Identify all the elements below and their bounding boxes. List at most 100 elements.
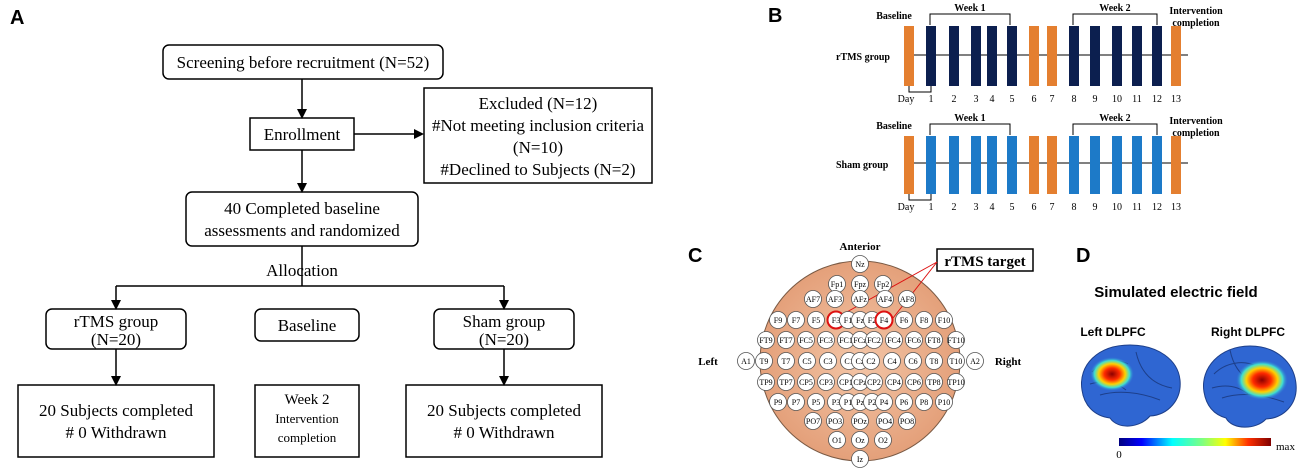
left-dlpfc-label: Left DLPFC bbox=[1080, 325, 1146, 339]
brain-left bbox=[1081, 344, 1181, 427]
electrode-label-fpz: Fpz bbox=[854, 280, 866, 289]
day-number: 9 bbox=[1093, 94, 1098, 105]
electrode-label-cp1: CP1 bbox=[839, 378, 853, 387]
electrode-af3 bbox=[826, 290, 844, 308]
screening-text: Screening before recruitment (N=52) bbox=[177, 53, 430, 72]
day-bar-1 bbox=[926, 26, 936, 86]
week2-bracket bbox=[1072, 123, 1158, 135]
electrode-label-tp7: TP7 bbox=[779, 378, 792, 387]
electrode-label-fc6: FC6 bbox=[907, 336, 921, 345]
electrode-t9 bbox=[755, 352, 773, 370]
electrode-f8 bbox=[915, 311, 933, 329]
electrode-fc5 bbox=[797, 331, 815, 349]
day-number: 7 bbox=[1050, 94, 1055, 105]
electrode-label-fc5: FC5 bbox=[799, 336, 813, 345]
electrode-label-cp5: CP5 bbox=[799, 378, 813, 387]
electrode-label-po7: PO7 bbox=[806, 417, 820, 426]
electrode-label-o2: O2 bbox=[878, 436, 888, 445]
electrode-label-po4: PO4 bbox=[878, 417, 892, 426]
panel-label-b: B bbox=[768, 5, 782, 27]
electrode-label-af7: AF7 bbox=[806, 295, 820, 304]
electrode-fc2 bbox=[865, 331, 883, 349]
electrode-label-ft10: FT10 bbox=[947, 336, 964, 345]
electrode-c2 bbox=[862, 352, 880, 370]
day-bar-7 bbox=[1047, 136, 1057, 194]
electrode-label-tp10: TP10 bbox=[947, 378, 964, 387]
electrode-c6 bbox=[904, 352, 922, 370]
electrode-p10 bbox=[935, 393, 953, 411]
week2-line-3: completion bbox=[278, 430, 337, 445]
electrode-f9 bbox=[769, 311, 787, 329]
electrode-p5 bbox=[807, 393, 825, 411]
day-number: 3 bbox=[974, 94, 979, 105]
baseline-box bbox=[254, 308, 360, 342]
electrode-label-fc3: FC3 bbox=[819, 336, 833, 345]
day-bar-12 bbox=[1152, 136, 1162, 194]
electrode-po7 bbox=[804, 412, 822, 430]
electrode-label-po3: PO3 bbox=[828, 417, 842, 426]
electrode-label-p8: P8 bbox=[920, 398, 928, 407]
day-bar-3 bbox=[971, 136, 981, 194]
electrode-label-c1: C1 bbox=[844, 357, 853, 366]
electrode-label-p2: P2 bbox=[868, 398, 876, 407]
right-dlpfc-label: Right DLPFC bbox=[1211, 325, 1285, 339]
intervention-label-1: Intervention bbox=[1169, 6, 1223, 17]
electrode-t8 bbox=[925, 352, 943, 370]
electrode-f5 bbox=[807, 311, 825, 329]
electrode-label-c4: C4 bbox=[887, 357, 896, 366]
sham-completed-line-1: 20 Subjects completed bbox=[427, 401, 581, 420]
electrode-o1 bbox=[828, 431, 846, 449]
day-bar-8 bbox=[1069, 26, 1079, 86]
rtms-target-label: rTMS target bbox=[944, 254, 1025, 270]
electrode-ft10 bbox=[947, 331, 965, 349]
day-label: Day bbox=[898, 202, 915, 213]
group-label-1: Sham group bbox=[836, 160, 889, 171]
electrode-label-f9: F9 bbox=[774, 316, 782, 325]
electrode-label-cp4: CP4 bbox=[887, 378, 901, 387]
intervention-label-2: completion bbox=[1172, 128, 1220, 139]
day-bar-10 bbox=[1112, 26, 1122, 86]
electrode-tp7 bbox=[777, 373, 795, 391]
electrode-label-tp9: TP9 bbox=[759, 378, 772, 387]
week1-label: Week 1 bbox=[954, 3, 985, 14]
electrode-po4 bbox=[876, 412, 894, 430]
electrode-label-f3: F3 bbox=[832, 316, 840, 325]
efield-title: Simulated electric field bbox=[1094, 284, 1257, 301]
electrode-label-t10: T10 bbox=[950, 357, 963, 366]
electrode-f7 bbox=[787, 311, 805, 329]
day-number: 6 bbox=[1032, 94, 1037, 105]
electrode-label-af3: AF3 bbox=[828, 295, 842, 304]
electrode-label-afz: AFz bbox=[853, 295, 867, 304]
electrode-label-f1: F1 bbox=[844, 316, 852, 325]
electrode-label-a2: A2 bbox=[970, 357, 980, 366]
day-bar-10 bbox=[1112, 136, 1122, 194]
electrode-ft9 bbox=[757, 331, 775, 349]
week1-bracket bbox=[929, 13, 1011, 25]
enrollment-text: Enrollment bbox=[264, 125, 341, 144]
colorbar-max: max bbox=[1276, 441, 1295, 453]
sham-line-1: Sham group bbox=[463, 312, 546, 331]
electrode-label-cp2: CP2 bbox=[867, 378, 881, 387]
electrode-o2 bbox=[874, 431, 892, 449]
electrode-label-f8: F8 bbox=[920, 316, 928, 325]
day-number: 5 bbox=[1010, 94, 1015, 105]
electrode-label-fcz: FCz bbox=[853, 336, 867, 345]
electrode-label-poz: POz bbox=[853, 417, 867, 426]
rtms-target-box bbox=[936, 248, 1034, 272]
day-bar-2 bbox=[949, 26, 959, 86]
electrode-a2 bbox=[966, 352, 984, 370]
electrode-iz bbox=[851, 450, 869, 468]
day-bar-9 bbox=[1090, 136, 1100, 194]
day-number: 12 bbox=[1152, 202, 1162, 213]
colorbar bbox=[1119, 438, 1271, 446]
baseline-bar bbox=[904, 26, 914, 86]
day-number: 10 bbox=[1112, 94, 1122, 105]
electrode-p6 bbox=[895, 393, 913, 411]
electrode-t10 bbox=[947, 352, 965, 370]
electrode-label-t9: T9 bbox=[760, 357, 769, 366]
colorbar-min: 0 bbox=[1116, 449, 1122, 461]
rtms-line-1: rTMS group bbox=[74, 312, 159, 331]
electrode-label-po8: PO8 bbox=[900, 417, 914, 426]
